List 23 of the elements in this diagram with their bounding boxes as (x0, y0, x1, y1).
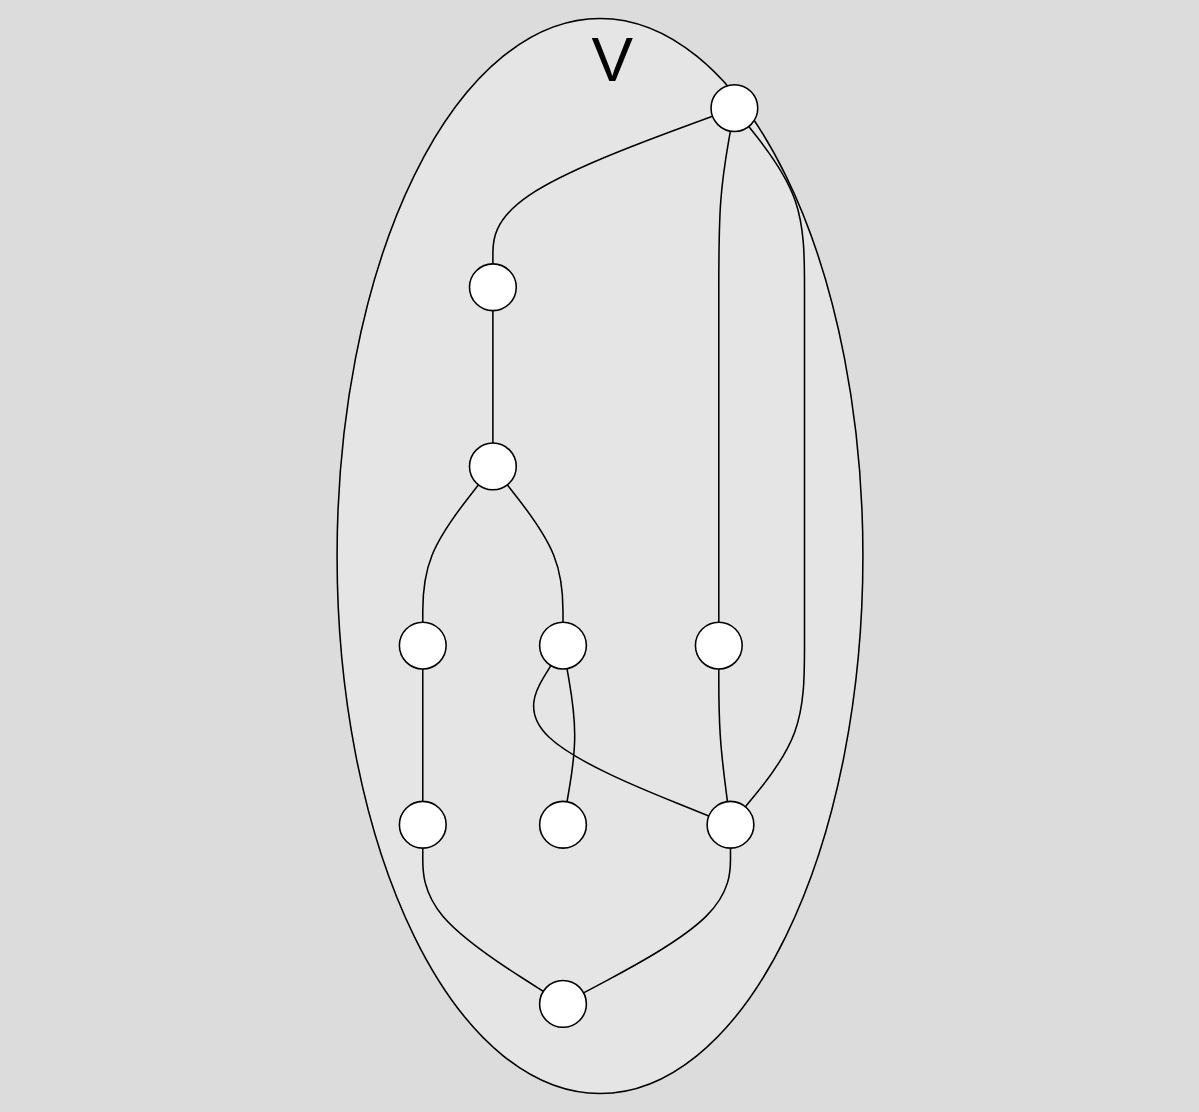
connector-line (491, 309, 494, 444)
connector-line (744, 125, 805, 808)
connector-line (491, 115, 713, 265)
connector-line (532, 664, 710, 817)
circle-node (468, 442, 517, 491)
connector-line (421, 668, 424, 803)
circle-node (709, 83, 759, 133)
circle-node (705, 800, 755, 849)
circle-node (398, 621, 447, 670)
connector-line (506, 484, 564, 623)
circle-node (538, 979, 587, 1029)
connector-line (565, 667, 575, 803)
connector-line (717, 668, 728, 803)
circle-node (694, 621, 743, 670)
circle-node (538, 621, 587, 670)
circle-node (468, 263, 517, 312)
circle-node (398, 800, 447, 849)
connector-line (421, 484, 479, 623)
circle-node (538, 800, 587, 849)
connector-line (717, 130, 731, 623)
connector-line (421, 847, 544, 993)
connector-line (582, 847, 731, 994)
set-region: V (335, 17, 864, 1095)
